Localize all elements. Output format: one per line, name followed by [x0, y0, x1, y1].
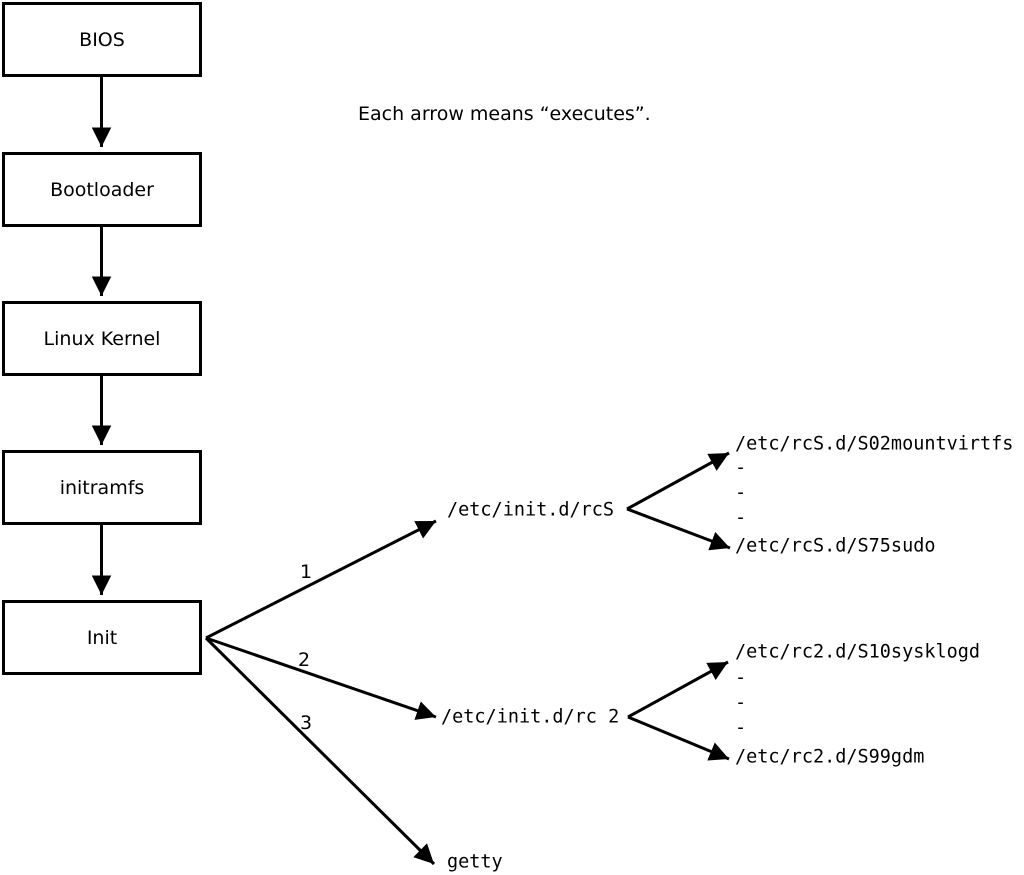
arrow-rc2-to-s10sysklogd [627, 660, 729, 719]
path-etc-init-d-rcs: /etc/init.d/rcS [447, 499, 615, 521]
ellipsis-dash: - [735, 482, 747, 504]
box-initramfs: initramfs [2, 450, 202, 525]
path-etc-init-d-rc2: /etc/init.d/rc 2 [441, 706, 620, 728]
path-getty: getty [447, 851, 503, 873]
ellipsis-dash: - [735, 667, 747, 689]
ellipsis-dash: - [735, 457, 747, 479]
arrow-init-to-rc2 [205, 636, 437, 720]
path-etc-rc2-d-s99gdm: /etc/rc2.d/S99gdm [735, 746, 925, 768]
path-etc-rc2-d-s10sysklogd: /etc/rc2.d/S10sysklogd [735, 641, 981, 663]
branch-3-number: 3 [299, 712, 313, 734]
arrow-rcs-to-s02mountvirtfs [626, 451, 730, 511]
legend-note: Each arrow means “executes”. [358, 103, 651, 125]
branch-2-number: 2 [297, 649, 311, 671]
path-etc-rcs-d-s75sudo: /etc/rcS.d/S75sudo [735, 535, 936, 557]
arrow-init-to-getty [204, 636, 436, 866]
path-etc-rcs-d-s02mountvirtfs: /etc/rcS.d/S02mountvirtfs [735, 433, 1014, 455]
arrow-rc2-to-s99gdm [627, 715, 730, 761]
box-bootloader: Bootloader [2, 152, 202, 227]
box-bios: BIOS [2, 2, 202, 77]
box-init-label: Init [86, 626, 118, 649]
box-linux-kernel: Linux Kernel [2, 301, 202, 376]
box-initramfs-label: initramfs [59, 476, 145, 499]
arrow-rcs-to-s75sudo [626, 507, 731, 551]
ellipsis-dash: - [735, 507, 747, 529]
box-bootloader-label: Bootloader [50, 178, 154, 201]
ellipsis-dash: - [735, 717, 747, 739]
branch-1-number: 1 [299, 561, 313, 583]
box-bios-label: BIOS [79, 28, 125, 51]
ellipsis-dash: - [735, 692, 747, 714]
box-init: Init [2, 600, 202, 675]
box-linux-kernel-label: Linux Kernel [43, 327, 161, 350]
arrow-init-to-rcs [205, 519, 437, 640]
